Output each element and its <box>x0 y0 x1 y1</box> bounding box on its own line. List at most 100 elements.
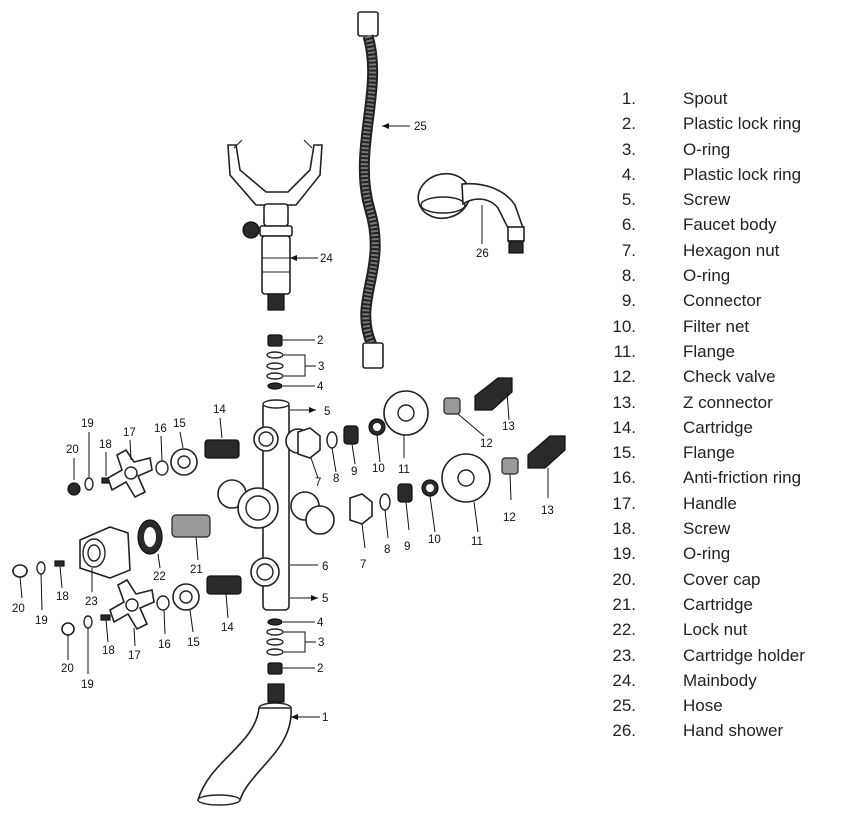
legend-part-name: Cover cap <box>683 569 761 589</box>
legend-item: 18.Screw <box>596 516 846 541</box>
callout-4a: 4 <box>317 381 324 393</box>
callout-9b: 9 <box>404 541 410 553</box>
callout-10b: 10 <box>428 534 441 546</box>
legend-part-name: Hand shower <box>683 721 784 741</box>
callout-5a: 5 <box>324 406 330 418</box>
callout-19c: 19 <box>81 679 94 691</box>
legend-number: 16. <box>612 468 636 488</box>
left-upper-handle-assembly <box>67 417 240 499</box>
legend-item: 12. Check valve <box>596 364 846 389</box>
legend-part-name: Plastic lock ring <box>683 164 802 184</box>
legend-part-name: Check valve <box>683 367 776 387</box>
callout-8a: 8 <box>333 473 339 485</box>
legend-item: 21.Cartridge <box>596 592 846 617</box>
callout-13a: 13 <box>502 421 515 433</box>
legend-number: 13. <box>612 392 636 412</box>
legend-item: 25.Hose <box>596 693 846 718</box>
legend-item: 2.Plastic lock ring <box>596 111 846 136</box>
cartridge-holder-assembly <box>79 514 211 592</box>
callout-10a: 10 <box>372 463 385 475</box>
legend-part-name: O-ring <box>683 266 731 286</box>
callout-18b: 18 <box>56 591 69 603</box>
legend-part-name: O-ring <box>683 139 731 159</box>
callout-20a: 20 <box>66 444 79 456</box>
callout-14a: 14 <box>213 404 226 416</box>
callout-18a: 18 <box>99 439 112 451</box>
legend-number: 10. <box>612 316 636 336</box>
callout-13b: 13 <box>541 505 554 517</box>
right-lower-chain <box>349 435 566 549</box>
hose-part <box>357 11 410 369</box>
callout-24: 24 <box>320 253 333 265</box>
legend-part-name: Mainbody <box>683 670 757 690</box>
legend-part-name: Cartridge <box>683 594 753 614</box>
legend-item: 15.Flange <box>596 440 846 465</box>
legend-item: 13. Z connector <box>596 390 846 415</box>
legend-number: 1. <box>621 89 636 108</box>
callout-5b: 5 <box>322 593 328 605</box>
legend-number: 9. <box>621 291 636 311</box>
callout-4b: 4 <box>317 617 324 629</box>
legend-item: 24.Mainbody <box>596 668 846 693</box>
callout-3a: 3 <box>318 361 324 373</box>
legend-item: 22. Lock nut <box>596 617 846 642</box>
callout-15a: 15 <box>173 418 186 430</box>
legend-part-name: Z connector <box>683 392 773 412</box>
legend-part-name: Lock nut <box>683 620 748 640</box>
legend-number: 22. <box>612 620 636 640</box>
hand-shower-part <box>417 172 525 254</box>
legend-item: 16.Anti-friction ring <box>596 465 846 490</box>
legend-number: 3. <box>621 139 636 159</box>
callout-22: 22 <box>153 571 166 583</box>
callout-6: 6 <box>322 561 328 573</box>
legend-item: 4. Plastic lock ring <box>596 162 846 187</box>
callout-7b: 7 <box>360 559 366 571</box>
callout-25: 25 <box>414 121 427 133</box>
legend-item: 6.Faucet body <box>596 212 846 237</box>
left-lower-handle-assembly <box>12 560 242 674</box>
legend-number: 2. <box>621 114 636 134</box>
legend-number: 8. <box>621 266 636 286</box>
callout-21: 21 <box>190 564 203 576</box>
legend-part-name: Cartridge holder <box>683 645 805 665</box>
legend-part-name: Hose <box>683 696 723 716</box>
legend-item: 9. Connector <box>596 288 846 313</box>
callout-17b: 17 <box>128 650 141 662</box>
spout-part <box>196 683 320 806</box>
callout-11a: 11 <box>398 464 410 476</box>
legend-item: 26.Hand shower <box>596 718 846 743</box>
legend-number: 12. <box>612 367 636 387</box>
callout-20c: 20 <box>61 663 74 675</box>
legend-part-name: Screw <box>683 190 731 210</box>
legend-item: 14.Cartridge <box>596 415 846 440</box>
callout-8b: 8 <box>384 544 390 556</box>
callout-7a: 7 <box>315 477 321 489</box>
legend-part-name: Faucet body <box>683 215 777 235</box>
legend-number: 7. <box>621 240 636 260</box>
legend-item: 10. Filter net <box>596 314 846 339</box>
legend-part-name: Spout <box>683 89 728 108</box>
callout-12b: 12 <box>503 512 516 524</box>
callout-20b: 20 <box>12 603 25 615</box>
legend-number: 14. <box>612 417 636 437</box>
callout-26: 26 <box>476 248 489 260</box>
lower-ring-stack <box>266 618 316 675</box>
parts-legend: 1. Spout 2.Plastic lock ring 3. O-ring 4. Plas… <box>596 86 846 744</box>
legend-item: 7.Hexagon nut <box>596 238 846 263</box>
callout-19b: 19 <box>35 615 48 627</box>
legend-number: 4. <box>621 164 636 184</box>
legend-number: 20. <box>612 569 636 589</box>
right-upper-chain <box>297 377 513 479</box>
callout-14b: 14 <box>221 622 234 634</box>
callout-17a: 17 <box>123 427 136 439</box>
mainbody-part <box>227 139 323 311</box>
callout-23: 23 <box>85 596 98 608</box>
callout-12a: 12 <box>480 438 493 450</box>
legend-part-name: Connector <box>683 291 762 311</box>
callout-2a: 2 <box>317 335 323 347</box>
callout-19a: 19 <box>81 418 94 430</box>
legend-part-name: Filter net <box>683 316 750 336</box>
legend-item: 8. O-ring <box>596 263 846 288</box>
legend-number: 5. <box>621 190 636 210</box>
